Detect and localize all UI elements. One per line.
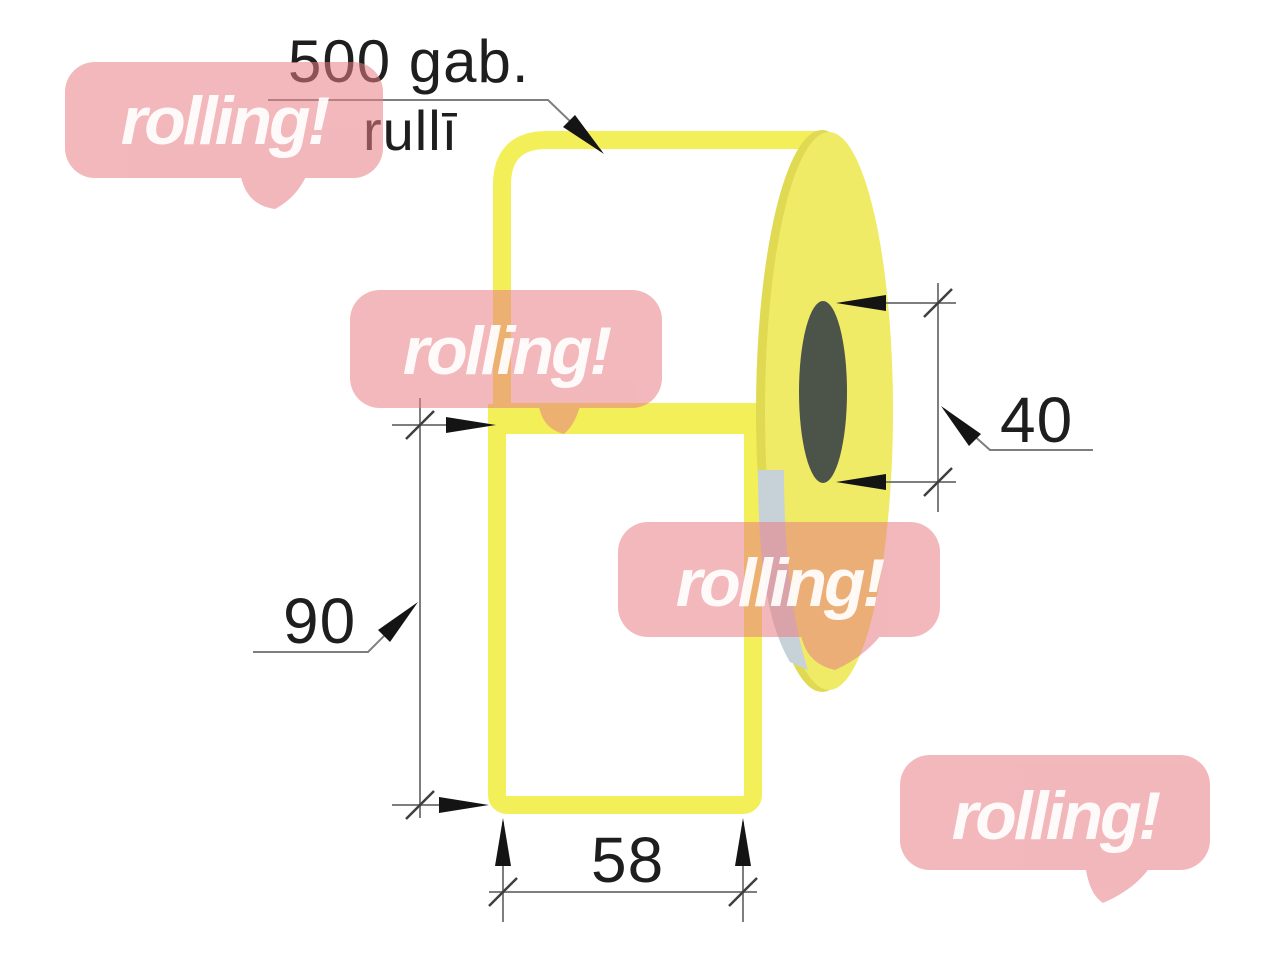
dim-width-value: 58 bbox=[591, 824, 664, 896]
dim-width-tick-right bbox=[728, 877, 758, 907]
dim-height-leader-arrowhead bbox=[378, 602, 418, 642]
watermark-text-3: rolling! bbox=[676, 545, 885, 621]
watermark-text-4: rolling! bbox=[952, 778, 1161, 854]
dim-core-arrow-top bbox=[836, 295, 886, 311]
dim-core-tick-top bbox=[923, 288, 953, 318]
dim-height-tick-top bbox=[405, 410, 435, 440]
dim-core-value: 40 bbox=[1000, 384, 1073, 456]
watermark-bubble-4 bbox=[900, 755, 1210, 903]
dim-width-arrow-left bbox=[495, 818, 511, 866]
dim-width-tick-left bbox=[488, 877, 518, 907]
dim-core-leader-arrowhead bbox=[941, 406, 981, 446]
dim-core-arrow-bottom bbox=[836, 474, 886, 490]
watermark-bubble-3 bbox=[618, 522, 940, 670]
watermark-text-1: rolling! bbox=[121, 83, 330, 159]
roll-core-hole bbox=[799, 301, 847, 483]
watermark-bubble-1 bbox=[65, 62, 383, 209]
watermark-bubble-2 bbox=[350, 290, 662, 434]
callout-arrowhead bbox=[563, 115, 604, 154]
dim-width-arrow-right bbox=[735, 818, 751, 866]
dim-height-arrow-top bbox=[446, 417, 496, 433]
watermark-text-2: rolling! bbox=[403, 313, 612, 389]
dim-core-tick-bottom bbox=[923, 467, 953, 497]
dim-height-value: 90 bbox=[283, 585, 356, 657]
dim-height-tick-bottom bbox=[405, 790, 435, 820]
dim-height-arrow-bottom bbox=[439, 797, 489, 813]
